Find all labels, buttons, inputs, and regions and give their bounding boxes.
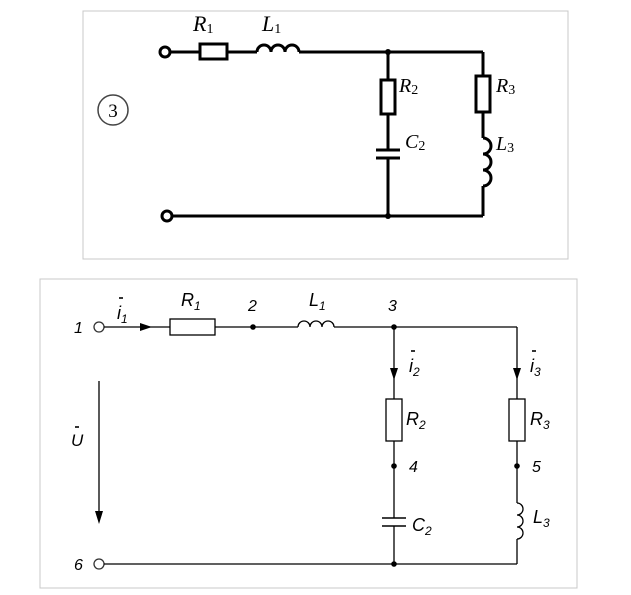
label-l3: L3 (533, 507, 550, 530)
inductor-l3 (516, 502, 524, 540)
node-label-2: 2 (247, 298, 257, 315)
label-r3: R3 (530, 409, 550, 432)
badge-number: 3 (108, 101, 118, 122)
badge-circle (97, 94, 129, 126)
label-i1: i1 (117, 303, 128, 326)
label-l3: L3 (495, 133, 514, 156)
inductor-l1 (297, 320, 335, 328)
label-l1: L1 (261, 11, 281, 37)
label-r1: R1 (181, 290, 201, 313)
terminal-top (158, 45, 172, 59)
terminal-6 (93, 558, 105, 570)
resistor-r2 (385, 398, 403, 442)
node-label-5: 5 (532, 459, 541, 476)
resistor-r1 (169, 318, 216, 336)
node-label-1: 1 (74, 320, 83, 337)
inductor-l1 (255, 43, 301, 53)
label-r1: R1 (192, 11, 213, 37)
diagram-1: 3 R1 L1 R2 C2 R3 L3 (82, 10, 569, 260)
label-r3: R3 (495, 75, 515, 98)
diagram-2: 1 2 3 4 5 6 i1 i2 i3 U R1 L1 R2 C2 R3 L3 (39, 278, 578, 589)
node-2-dot (250, 324, 256, 330)
label-c2: C2 (405, 131, 425, 154)
junction-dot (385, 49, 391, 55)
label-i3: i3 (530, 356, 541, 379)
node-label-4: 4 (409, 459, 418, 476)
voltage-arrow-head (95, 511, 103, 524)
label-r2: R2 (398, 75, 418, 98)
node-label-3: 3 (388, 298, 397, 315)
label-i2: i2 (409, 356, 420, 379)
label-voltage: U (71, 431, 84, 450)
current-i1-arrow (140, 323, 152, 331)
resistor-r2 (379, 78, 397, 116)
current-i2-arrow (390, 368, 398, 380)
diagram-2-frame (39, 278, 578, 589)
node-label-6: 6 (74, 557, 83, 574)
label-c2: C2 (412, 515, 432, 538)
node-4-dot (391, 463, 397, 469)
label-l1: L1 (309, 290, 326, 313)
current-i3-arrow (513, 368, 521, 380)
node-5-dot (514, 463, 520, 469)
inductor-l3 (482, 136, 493, 188)
terminal-1 (93, 321, 105, 333)
terminal-bottom (160, 209, 174, 223)
resistor-r1 (198, 42, 229, 61)
resistor-r3 (474, 74, 492, 114)
resistor-r3 (508, 398, 526, 442)
junction-dot (385, 213, 391, 219)
label-r2: R2 (406, 409, 426, 432)
